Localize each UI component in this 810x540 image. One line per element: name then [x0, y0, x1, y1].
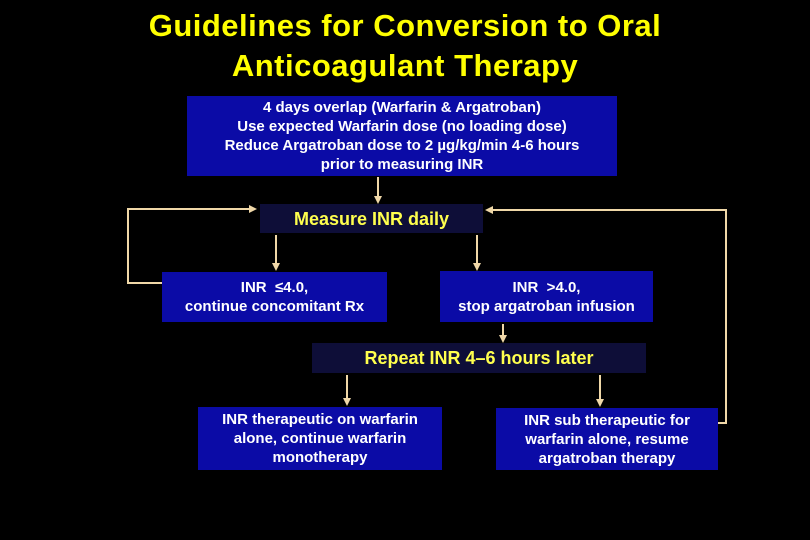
therapeutic-line: alone, continue warfarin — [233, 430, 407, 447]
measure-inr-label: Measure INR daily — [293, 208, 450, 229]
protocol-line: Use expected Warfarin dose (no loading d… — [237, 118, 567, 135]
therapeutic-line: monotherapy — [272, 449, 368, 466]
subtherapeutic-box: INR sub therapeutic for warfarin alone, … — [496, 408, 718, 470]
inr-high-line: INR >4.0, — [512, 278, 581, 296]
subtherapeutic-line: argatroban therapy — [538, 449, 676, 467]
protocol-line: prior to measuring INR — [320, 156, 484, 173]
subtherapeutic-line: warfarin alone, resume — [525, 430, 689, 448]
therapeutic-line: INR therapeutic on warfarin — [222, 411, 418, 428]
subtherapeutic-line: INR sub therapeutic for — [524, 411, 690, 429]
protocol-line: 4 days overlap (Warfarin & Argatroban) — [262, 99, 542, 116]
inr-low-line: continue concomitant Rx — [184, 298, 365, 315]
inr-high-line: stop argatroban infusion — [458, 297, 635, 315]
repeat-inr-label: Repeat INR 4–6 hours later — [364, 348, 594, 368]
inr-high-box: INR >4.0, stop argatroban infusion — [440, 271, 653, 322]
measure-inr-box: Measure INR daily — [260, 204, 483, 233]
inr-low-line: INR ≤4.0, — [240, 279, 309, 296]
protocol-box: 4 days overlap (Warfarin & Argatroban) U… — [187, 96, 617, 176]
slide-title-line2: Anticoagulant Therapy — [231, 48, 579, 83]
inr-low-box: INR ≤4.0, continue concomitant Rx — [162, 272, 387, 322]
slide-title: Guidelines for Conversion to Oral Antico… — [0, 6, 810, 86]
slide-title-line1: Guidelines for Conversion to Oral — [148, 8, 662, 43]
protocol-line: Reduce Argatroban dose to 2 µg/kg/min 4-… — [224, 137, 580, 154]
therapeutic-box: INR therapeutic on warfarin alone, conti… — [198, 407, 442, 470]
repeat-inr-box: Repeat INR 4–6 hours later — [312, 343, 646, 373]
